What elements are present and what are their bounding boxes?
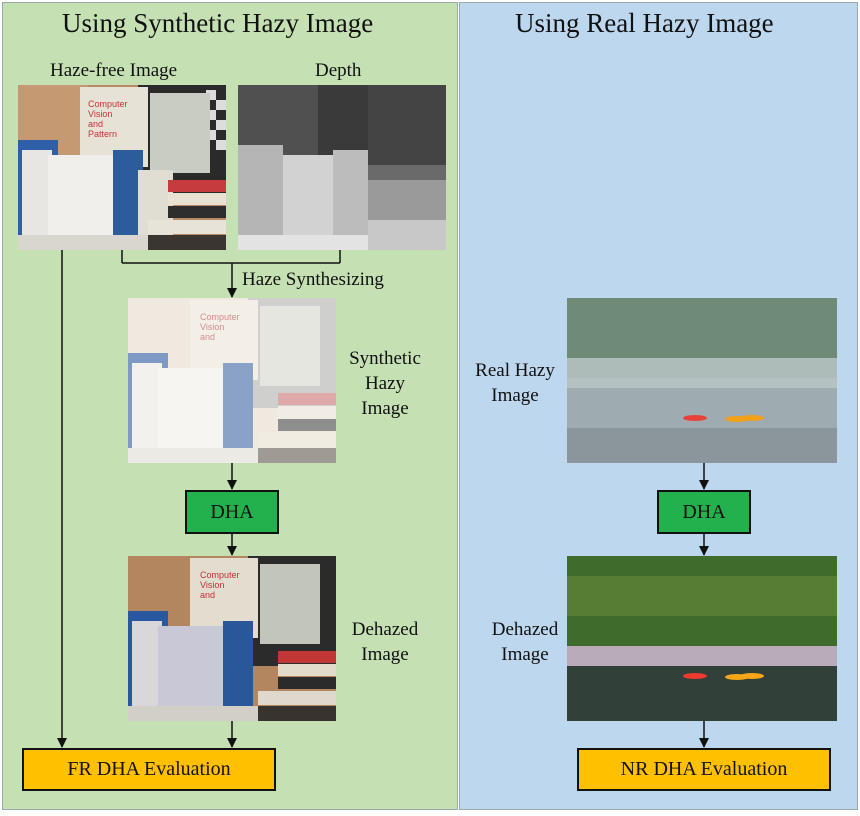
synthetic-panel-title: Using Synthetic Hazy Image xyxy=(62,8,374,38)
synthetic-hazy-label: Synthetic Hazy Image xyxy=(340,346,430,421)
svg-text:Vision: Vision xyxy=(88,109,112,119)
dha-box-real: DHA xyxy=(657,490,751,534)
svg-text:Computer: Computer xyxy=(200,570,240,580)
svg-text:Computer: Computer xyxy=(88,99,128,109)
svg-text:Vision: Vision xyxy=(200,322,224,332)
svg-text:and: and xyxy=(200,590,215,600)
haze-free-image: Computer Vision and Pattern xyxy=(18,85,226,250)
dehazed-synthetic-label-line: Dehazed xyxy=(351,619,419,640)
real-panel-title: Using Real Hazy Image xyxy=(515,8,774,38)
dehazed-synthetic-label: Dehazed Image xyxy=(340,617,430,667)
dehazed-real-label-line: Dehazed xyxy=(491,619,559,640)
haze-free-label: Haze-free Image xyxy=(50,60,178,81)
dehazed-real-label-line: Image xyxy=(501,644,549,665)
svg-text:Vision: Vision xyxy=(200,580,224,590)
real-hazy-label-line: Real Hazy xyxy=(475,360,555,381)
dha-box-synthetic: DHA xyxy=(185,490,279,534)
dehazed-real-image xyxy=(567,556,837,721)
synthetic-hazy-image: Computer Vision and xyxy=(128,298,336,463)
synthetic-hazy-label-line: Synthetic xyxy=(349,348,421,369)
real-hazy-label-line: Image xyxy=(491,385,539,406)
svg-text:and: and xyxy=(88,119,103,129)
svg-text:Pattern: Pattern xyxy=(88,129,117,139)
dehazed-synthetic-image: Computer Vision and xyxy=(128,556,336,721)
svg-text:Computer: Computer xyxy=(200,312,240,322)
haze-synthesizing-label: Haze Synthesizing xyxy=(242,269,384,290)
synthetic-hazy-label-line: Image xyxy=(361,398,409,419)
depth-image xyxy=(238,85,446,250)
dehazed-real-label: Dehazed Image xyxy=(480,617,570,667)
real-hazy-image xyxy=(567,298,837,463)
fr-evaluation-box: FR DHA Evaluation xyxy=(22,748,276,791)
synthetic-hazy-label-line: Hazy xyxy=(364,373,406,394)
dehazed-synthetic-label-line: Image xyxy=(361,644,409,665)
svg-text:and: and xyxy=(200,332,215,342)
real-hazy-label: Real Hazy Image xyxy=(470,358,560,408)
depth-label: Depth xyxy=(315,60,362,81)
nr-evaluation-box: NR DHA Evaluation xyxy=(577,748,831,791)
